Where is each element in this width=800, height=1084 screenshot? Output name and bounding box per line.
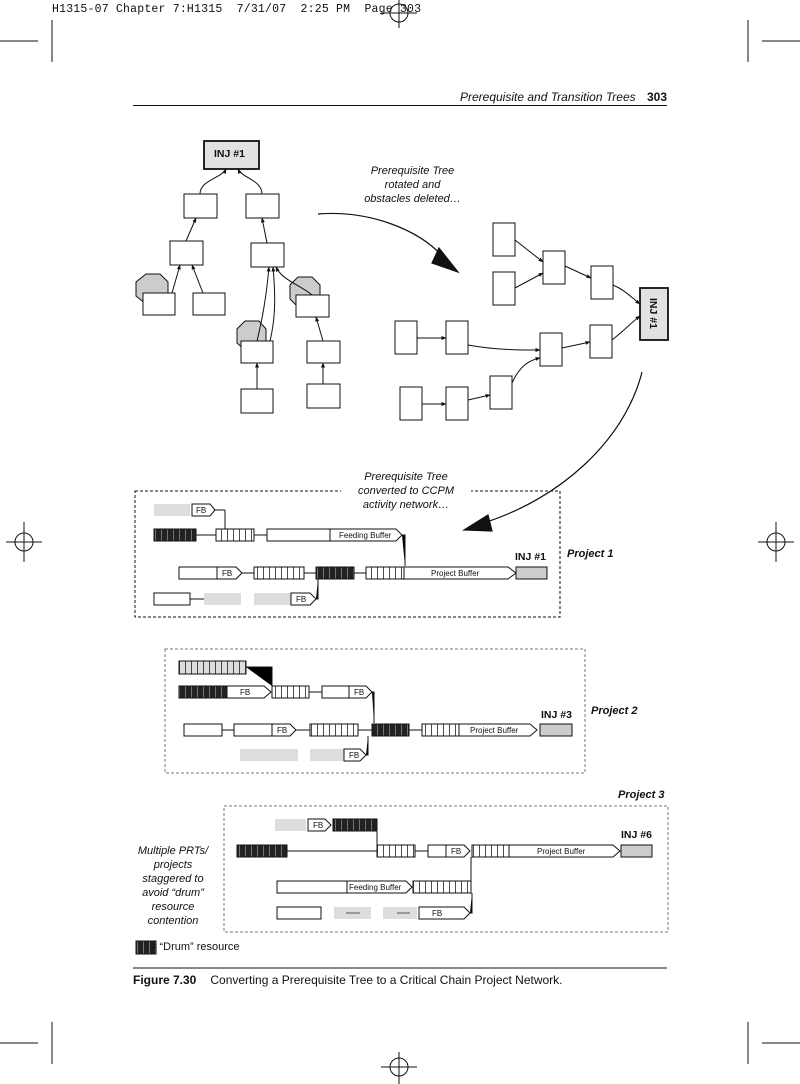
tree-inj-label: INJ #1 [214, 148, 245, 160]
note-stagger-line: Multiple PRTs/ [137, 845, 209, 857]
project-3-label: Project 3 [618, 789, 665, 801]
drum-legend-swatch [135, 940, 157, 955]
fb-label: FB [240, 688, 251, 697]
drum-legend-text: = “Drum” resource [150, 941, 240, 953]
project-buffer-label: Project Buffer [470, 726, 519, 735]
rotated-inj-box [639, 287, 669, 341]
flow-arrows [317, 212, 643, 532]
rotated-inj-label: INJ #1 [647, 298, 659, 329]
figure-caption-text: Converting a Prerequisite Tree to a Crit… [210, 973, 563, 987]
figure-number: Figure 7.30 [133, 973, 197, 987]
fb-label: FB [313, 821, 324, 830]
note-rotate-line: rotated and [384, 179, 441, 191]
inj-box [203, 140, 260, 170]
project-buffer-label: Project Buffer [537, 847, 586, 856]
project-buffer-label: Project Buffer [431, 569, 480, 578]
figure-caption: Figure 7.30 Converting a Prerequisite Tre… [133, 973, 563, 987]
note-stagger-line: staggered to [142, 873, 204, 885]
project-1-label: Project 1 [567, 548, 614, 560]
note-stagger-line: avoid “drum” [142, 887, 204, 899]
fb-label: FB [222, 569, 233, 578]
rotated-network [394, 222, 669, 421]
note-stagger-line: contention [147, 915, 199, 927]
note-convert-line: converted to CCPM [358, 485, 454, 497]
note-rotate-line: Prerequisite Tree [370, 165, 455, 177]
project-3-inj: INJ #6 [621, 829, 652, 841]
fb-label: FB [432, 909, 443, 918]
fb-label: FB [354, 688, 365, 697]
header-rule [133, 105, 667, 106]
fb-label: FB [277, 726, 288, 735]
note-rotate-line: obstacles deleted… [364, 193, 461, 205]
note-convert-line: Prerequisite Tree [364, 471, 448, 483]
project-1-inj: INJ #1 [515, 551, 546, 563]
page-number: 303 [646, 90, 667, 104]
note-convert-line: activity network… [362, 499, 450, 511]
note-stagger-line: resource [151, 901, 195, 913]
project-2-inj: INJ #3 [541, 709, 572, 721]
feeding-buffer-label: Feeding Buffer [339, 531, 392, 540]
note-stagger: Multiple PRTs/ projects staggered to avo… [126, 844, 220, 928]
project-2-network [164, 648, 586, 774]
running-head: Prerequisite and Transition Trees 303 [460, 90, 667, 104]
project-1-network [134, 490, 561, 618]
project-3-network [223, 805, 669, 933]
note-stagger-line: projects [153, 859, 193, 871]
prerequisite-tree [135, 140, 341, 414]
note-convert: Prerequisite Tree converted to CCPM acti… [341, 470, 471, 512]
fb-label: FB [451, 847, 462, 856]
running-head-title: Prerequisite and Transition Trees [459, 90, 636, 104]
fb-label: FB [196, 506, 207, 515]
fb-label: FB [349, 751, 360, 760]
note-rotate: Prerequisite Tree rotated and obstacles … [350, 164, 475, 206]
fb-label: FB [296, 595, 307, 604]
project-2-label: Project 2 [591, 705, 638, 717]
feeding-buffer-label: Feeding Buffer [349, 883, 402, 892]
